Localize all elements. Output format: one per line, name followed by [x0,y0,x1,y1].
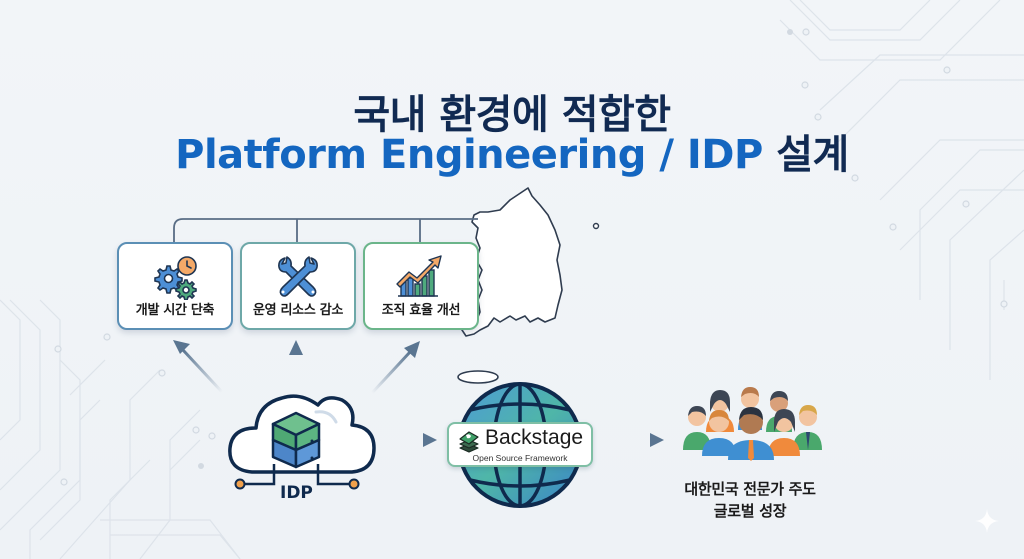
arrow-to-benefit-3 [370,341,420,395]
south-korea-map-icon [457,187,600,384]
outcome-line-2: 글로벌 성장 [713,502,787,520]
benefit-label: 개발 시간 단축 [135,303,215,318]
benefit-label: 조직 효율 개선 [381,303,461,318]
arrow-to-benefit-2 [289,340,303,375]
arrow-backstage-to-experts [606,433,664,447]
benefit-label: 운영 리소스 감소 [252,303,344,318]
outcome-line-1: 대한민국 전문가 주도 [684,480,816,498]
cloud-server-icon [228,394,376,490]
people-group-icon [683,387,822,461]
arrow-to-benefit-1 [173,340,224,394]
arrow-idp-to-backstage [380,433,437,447]
benefit-card-org-efficiency: 조직 효율 개선 [363,242,479,330]
backstage-badge: Backstage Open Source Framework [447,422,593,467]
benefit-card-dev-time: 개발 시간 단축 [117,242,233,330]
gears-clock-icon [154,256,197,300]
benefit-card-ops-resource: 운영 리소스 감소 [240,242,356,330]
idp-label: IDP [280,483,313,503]
backstage-subtitle: Open Source Framework [472,453,568,463]
title-korean-suffix: 설계 [762,132,849,178]
title-line-2: Platform Engineering / IDP 설계 [0,122,1024,180]
benefit-connector [173,218,478,242]
backstage-logo-icon [459,431,479,453]
sparkle-icon [975,509,999,533]
wrench-screwdriver-icon [278,256,318,297]
outcome-text: 대한민국 전문가 주도 글로벌 성장 [650,478,850,522]
growth-chart-icon [396,255,442,297]
title-line-1: 국내 환경에 적합한 [353,92,671,138]
title-english: Platform Engineering / IDP [175,132,763,178]
backstage-name: Backstage [485,426,584,449]
